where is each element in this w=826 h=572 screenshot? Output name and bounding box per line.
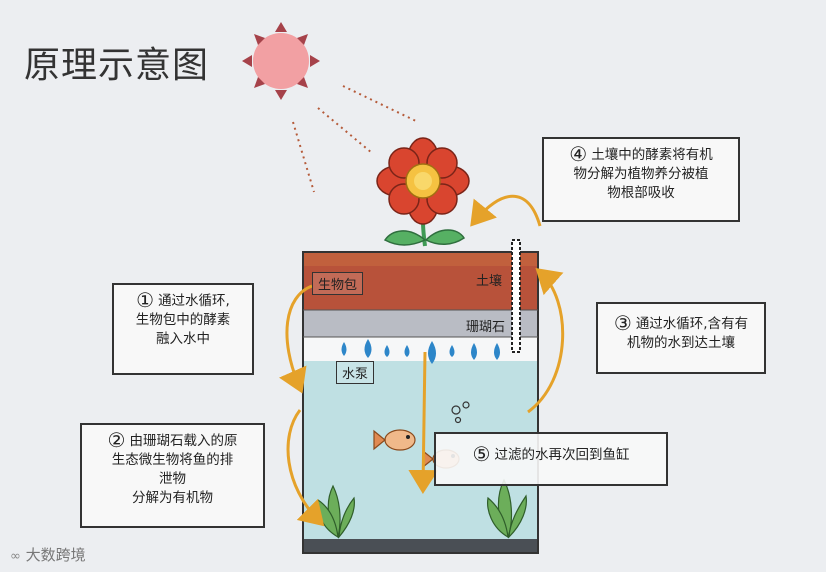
watermark-text: 大数跨境 [26,546,86,564]
bio-bag-label: 生物包 [312,272,363,295]
note-line: 物根部吸收 [550,184,732,203]
note-line: 通过水循环,含有有 [636,316,748,332]
step-number: ⑤ [473,442,491,466]
pump-pipe [512,240,520,352]
step-number: ① [136,288,154,312]
note-line: 过滤的水再次回到鱼缸 [494,447,629,463]
water-pump-label: 水泵 [336,361,374,384]
note-line: 土壤中的酵素将有机 [591,147,713,163]
step-number: ② [108,428,126,452]
flower-icon [377,138,469,246]
note-line: 机物的水到达土壤 [604,334,758,353]
step-number: ④ [569,142,587,166]
note-line: 物分解为植物养分被植 [550,165,732,184]
watermark: ∞ 大数跨境 [10,544,86,565]
coral-stone-label: 珊瑚石 [466,316,505,335]
note-line: 融入水中 [120,330,246,349]
note-line: 生态微生物将鱼的排 [88,451,257,470]
note-line: 由珊瑚石载入的原 [129,433,237,449]
note-line: 通过水循环, [158,293,230,309]
page-title: 原理示意图 [24,36,209,88]
soil-label: 土壤 [476,270,502,289]
watermark-logo-icon: ∞ [10,549,21,564]
note-line: 泄物 [88,470,257,489]
step-number: ③ [614,311,632,335]
note-line: 生物包中的酵素 [120,311,246,330]
sun-icon [242,22,320,100]
note-line: 分解为有机物 [88,489,257,508]
